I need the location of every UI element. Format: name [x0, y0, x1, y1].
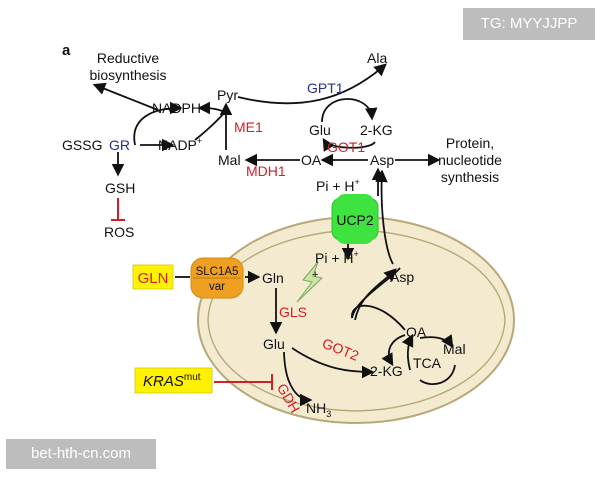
protein-label-3: synthesis — [441, 169, 499, 185]
reductive-label-2: biosynthesis — [89, 67, 166, 83]
ucp2-transporter — [331, 194, 379, 244]
mal-mito-label: Mal — [443, 341, 466, 357]
protein-label-2: nucleotide — [438, 152, 502, 168]
inhibition-lines — [111, 198, 273, 390]
gln-ext-label: GLN — [138, 270, 169, 287]
mitochondrion — [197, 216, 515, 424]
ros-label: ROS — [104, 224, 134, 240]
slc1a5-label-2: var — [209, 281, 225, 293]
nadph-label: NADPH — [152, 100, 201, 116]
glu-mito-label: Glu — [263, 336, 285, 352]
asp-mito-label: Asp — [390, 269, 414, 285]
gpt1-label: GPT1 — [307, 80, 344, 96]
gls-label: GLS — [279, 304, 307, 320]
gssg-label: GSSG — [62, 137, 102, 153]
nh3-label: NH3 — [306, 400, 331, 419]
got1-label: GOT1 — [327, 139, 365, 155]
oa-mito-label: OA — [406, 324, 427, 340]
glu-cyto-label: Glu — [309, 122, 331, 138]
pathway-arrows — [92, 63, 456, 407]
gsh-label: GSH — [105, 180, 135, 196]
oa-cyto-label: OA — [301, 152, 322, 168]
pih-mito-label: Pi + H+ — [315, 249, 359, 266]
activation-bolt — [296, 261, 324, 303]
kg-cyto-label: 2-KG — [360, 122, 393, 138]
slc1a5-label-1: SLC1A5 — [196, 266, 239, 278]
mal-cyto-label: Mal — [218, 152, 241, 168]
watermark-top: TG: MYYJJPP — [463, 8, 595, 40]
mdh1-label: MDH1 — [246, 163, 286, 179]
slc1a5-transporter — [190, 257, 244, 299]
reductive-label-1: Reductive — [97, 50, 159, 66]
gln-highlight — [132, 264, 174, 290]
panel-label: a — [62, 42, 71, 59]
bolt-plus-sign: + — [312, 269, 318, 281]
gr-label: GR — [109, 137, 130, 153]
protein-label-1: Protein, — [446, 135, 494, 151]
ucp2-label: UCP2 — [336, 212, 374, 228]
kras-label: KRASmut — [143, 372, 201, 390]
tca-label: TCA — [413, 355, 442, 371]
ala-label: Ala — [367, 50, 387, 66]
asp-cyto-label: Asp — [370, 152, 394, 168]
nadp-label: NADP+ — [158, 136, 202, 153]
me1-label: ME1 — [234, 119, 263, 135]
pyr-label: Pyr — [217, 87, 238, 103]
watermark-bottom: bet-hth-cn.com — [6, 439, 156, 469]
gln-mito-label: Gln — [262, 270, 284, 286]
kg-mito-label: 2-KG — [370, 363, 403, 379]
kras-highlight — [134, 367, 213, 394]
pih-top-label: Pi + H+ — [316, 177, 360, 194]
